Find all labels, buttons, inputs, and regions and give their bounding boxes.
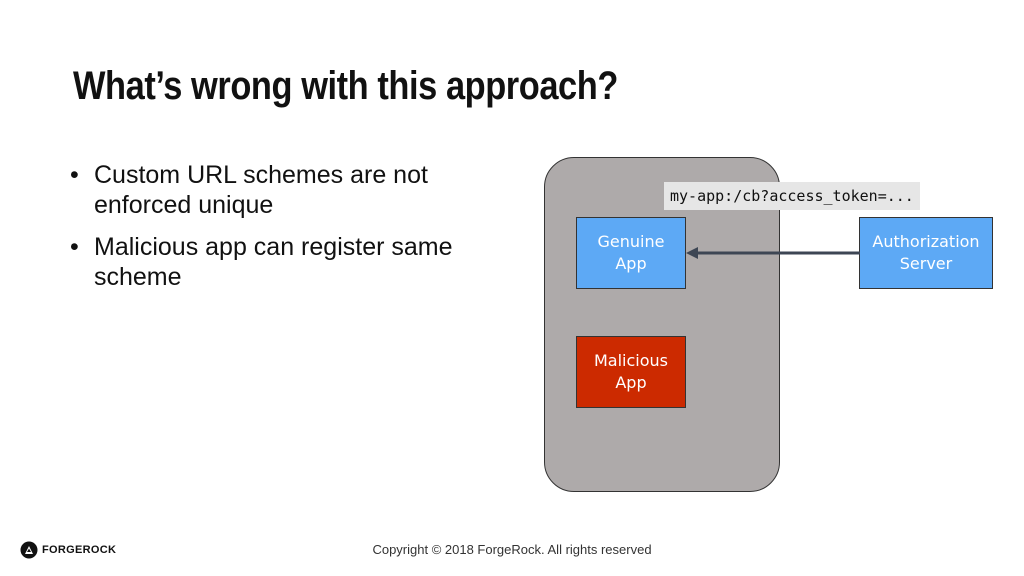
bullet-item: • Custom URL schemes are not enforced un… (70, 160, 490, 220)
bullet-item: • Malicious app can register same scheme (70, 232, 490, 292)
forgerock-logo-icon (20, 541, 38, 559)
bullet-list: • Custom URL schemes are not enforced un… (70, 160, 490, 304)
genuine-app-box: Genuine App (576, 217, 686, 289)
malicious-app-label: Malicious App (593, 351, 668, 392)
authorization-server-box: Authorization Server (859, 217, 993, 289)
mobile-device (544, 157, 780, 492)
genuine-app-label: Genuine App (597, 232, 665, 273)
redirect-url-label: my-app:/cb?access_token=... (664, 182, 920, 210)
authorization-server-label: Authorization Server (872, 232, 980, 273)
forgerock-logo: FORGEROCK (20, 539, 116, 561)
bullet-marker: • (70, 161, 79, 189)
logo-text: FORGEROCK (42, 544, 117, 556)
redirect-arrow (686, 247, 860, 259)
bullet-marker: • (70, 233, 79, 261)
bullet-text: Custom URL schemes are not enforced uniq… (94, 161, 428, 219)
copyright-text: Copyright © 2018 ForgeRock. All rights r… (372, 542, 652, 557)
slide-title: What’s wrong with this approach? (73, 64, 618, 108)
bullet-text: Malicious app can register same scheme (94, 233, 453, 291)
malicious-app-box: Malicious App (576, 336, 686, 408)
